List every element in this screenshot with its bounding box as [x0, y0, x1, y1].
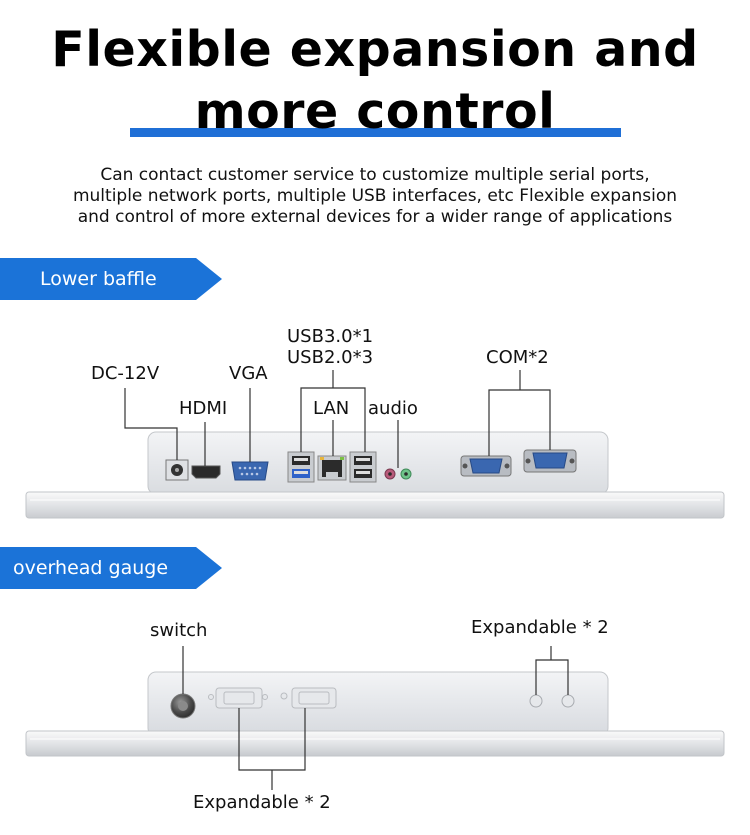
expandable-hole-1: [529, 694, 543, 708]
label-audio: audio: [368, 398, 418, 419]
label-switch: switch: [150, 620, 208, 641]
com-port-1: [460, 455, 512, 477]
label-lan: LAN: [313, 398, 350, 419]
label-expandable-bottom: Expandable * 2: [193, 792, 331, 813]
label-hdmi: HDMI: [179, 398, 228, 419]
label-vga: VGA: [229, 363, 268, 384]
page-title-line1: Flexible expansion and: [51, 21, 699, 78]
description-line2: multiple network ports, multiple USB int…: [72, 186, 678, 206]
com-port-2: [523, 449, 577, 473]
lower-leader-lines: [124, 370, 551, 468]
vga-port: [231, 461, 269, 481]
label-com: COM*2: [486, 347, 549, 368]
description-line3: and control of more external devices for…: [77, 207, 673, 227]
label-dc-12v: DC-12V: [91, 363, 160, 384]
label-usb-line2: USB2.0*3: [287, 347, 374, 368]
banner-overhead-gauge: overhead gauge: [0, 547, 222, 589]
label-usb-line1: USB3.0*1: [287, 326, 374, 347]
banner-lower-baffle-label: Lower baffle: [40, 268, 157, 290]
lower-device-bezel: [25, 491, 725, 519]
page-title-line2: more control: [194, 83, 556, 140]
lan-port: [317, 455, 347, 481]
banner-overhead-gauge-label: overhead gauge: [13, 557, 169, 579]
top-device-bezel: [25, 730, 725, 757]
expandable-hole-2: [561, 694, 575, 708]
usb-stack-left: [287, 451, 315, 483]
title-underline: [130, 128, 621, 137]
hdmi-port: [191, 465, 221, 479]
banner-lower-baffle: Lower baffle: [0, 258, 222, 300]
description-line1: Can contact customer service to customiz…: [100, 165, 650, 185]
label-expandable-top: Expandable * 2: [471, 617, 609, 638]
expandable-knockouts-front: [208, 687, 337, 709]
usb-stack-right: [349, 451, 377, 483]
top-leader-lines: [182, 646, 569, 790]
